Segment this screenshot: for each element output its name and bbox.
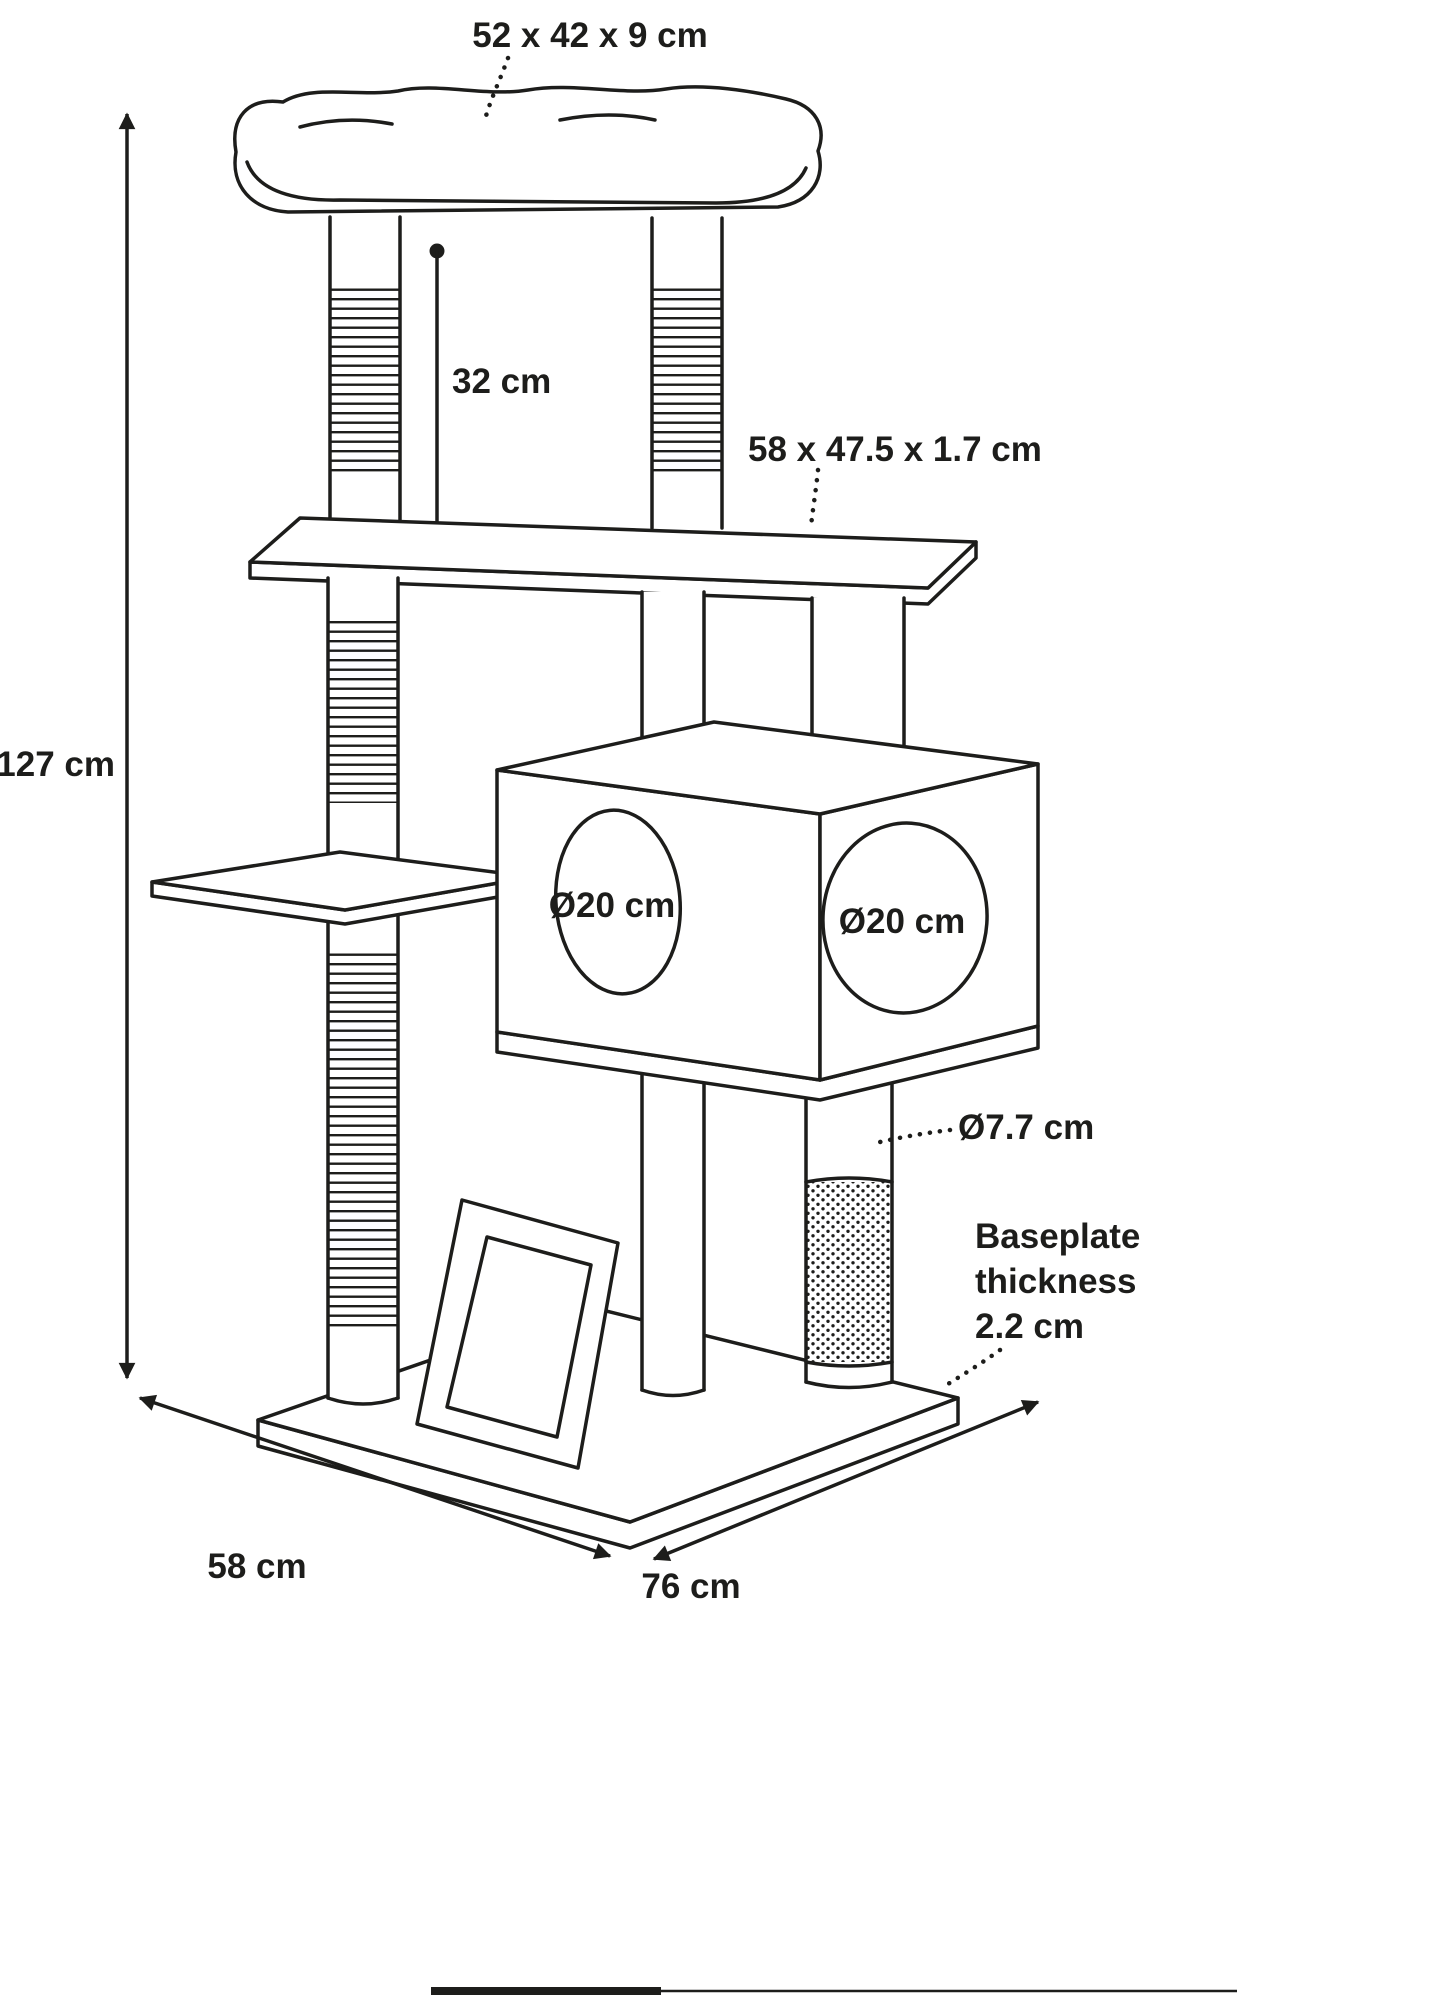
dimension-line-base-depth — [138, 1394, 612, 1560]
base-depth-label: 58 cm — [207, 1547, 306, 1586]
cushion-crease — [558, 113, 657, 122]
dimension-line-post-height — [429, 243, 445, 522]
leader-baseplate — [945, 1347, 1003, 1387]
entry-hole-left — [553, 808, 683, 996]
small-platform — [150, 850, 534, 926]
entry-hole-right — [821, 821, 989, 1015]
cushion-crease — [298, 118, 394, 129]
leader-bed-size — [483, 55, 511, 119]
cat-house-cube — [495, 720, 1040, 1102]
baseplate-label-line1: Baseplate — [975, 1217, 1140, 1256]
post-height-label: 32 cm — [452, 362, 551, 401]
platform-size-label: 58 x 47.5 x 1.7 cm — [748, 430, 1042, 469]
dimension-line-base-width — [652, 1400, 1040, 1561]
leader-platform-size — [808, 467, 821, 529]
upper-left-post — [328, 215, 402, 526]
bottom-rule — [431, 1987, 1237, 1995]
lower-middle-post — [640, 1038, 706, 1398]
baseplate-label-line3: 2.2 cm — [975, 1307, 1084, 1346]
base-width-label: 76 cm — [641, 1567, 740, 1606]
hole-right-diameter-label: Ø20 cm — [839, 902, 965, 941]
hole-left-diameter-label: Ø20 cm — [549, 886, 675, 925]
top-bed — [233, 85, 823, 214]
bed-size-label: 52 x 42 x 9 cm — [472, 16, 707, 55]
post-diameter-label: Ø7.7 cm — [958, 1108, 1094, 1147]
upper-right-post — [650, 216, 724, 530]
baseplate-label-line2: thickness — [975, 1262, 1136, 1301]
large-platform — [248, 516, 978, 606]
total-height-label: 127 cm — [0, 745, 115, 784]
left-tall-post — [326, 576, 400, 1406]
